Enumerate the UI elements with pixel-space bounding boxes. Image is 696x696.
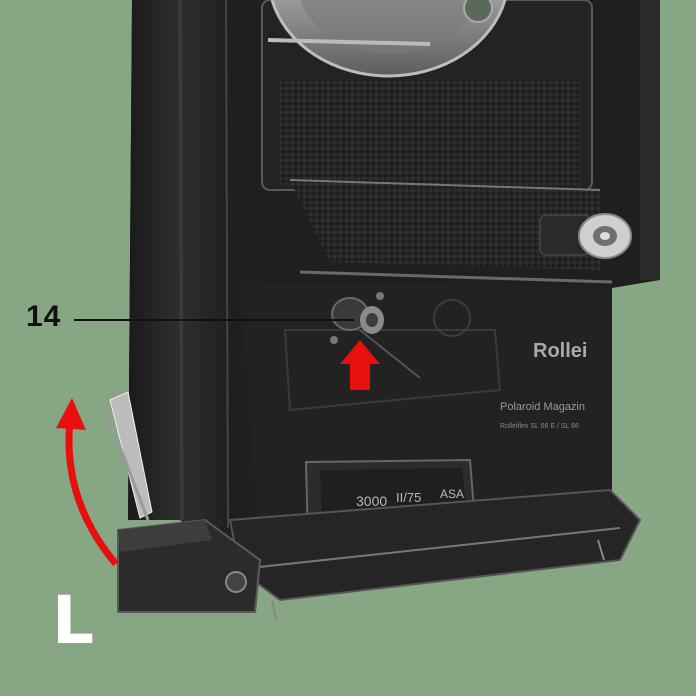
dial-left-value: 3000 <box>356 493 387 509</box>
side-knob <box>539 213 632 259</box>
magazine-sublabel: Rolleiflex SL 66 E / SL 66 <box>500 423 579 430</box>
dial-middle-value: II/75 <box>396 490 421 505</box>
lens-housing <box>261 0 593 191</box>
callout-number-label: 14 <box>26 300 62 333</box>
red-up-arrow-icon <box>340 340 380 390</box>
base-plate <box>228 488 642 621</box>
red-curved-arrow-icon <box>56 398 119 567</box>
dial-right-value: ASA <box>440 487 464 501</box>
folding-lever <box>102 391 262 613</box>
grip-band <box>289 179 613 284</box>
brand-logo: Rollei <box>533 340 587 362</box>
lever-letter-label: L <box>52 582 95 659</box>
magazine-label: Polaroid Magazin <box>500 401 585 413</box>
